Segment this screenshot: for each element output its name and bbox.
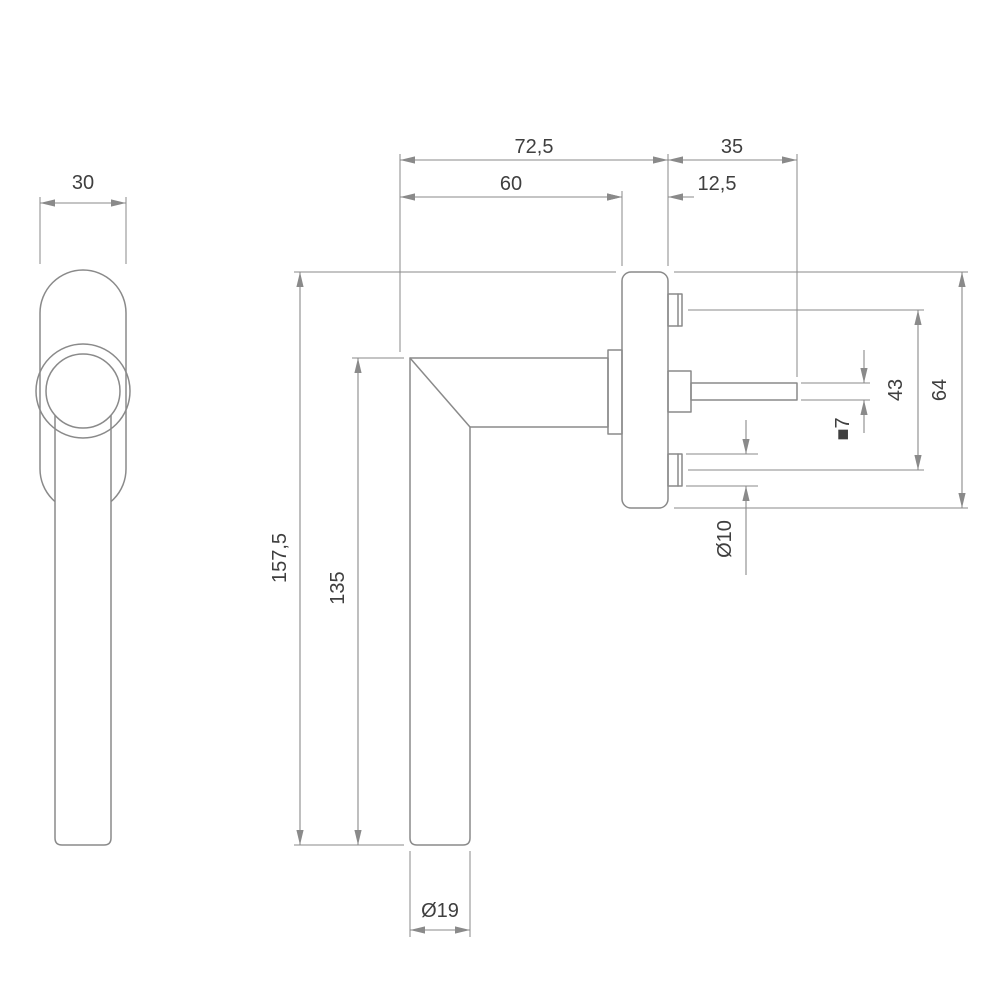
dim-label-spindle-square: ■7: [832, 417, 854, 440]
dim-label-total-height: 157,5: [269, 533, 291, 583]
dim-rosette-width: 30: [39, 172, 127, 264]
dim-spindle-length: 35: [668, 136, 798, 377]
rosette-side-plate: [621, 271, 669, 509]
dim-label-rosette-width: 30: [72, 172, 94, 194]
spindle: [690, 382, 798, 401]
dim-total-depth: 72,5: [399, 136, 669, 352]
dim-label-total-depth: 72,5: [515, 136, 554, 158]
dim-label-rosette-thickness: 12,5: [698, 173, 737, 195]
dim-label-hole-diameter: Ø10: [714, 520, 736, 558]
dim-label-spindle-length: 35: [721, 136, 743, 158]
handle-bend-seam: [409, 357, 471, 428]
neck-outer-circle: [35, 343, 131, 439]
screw-boss-top: [667, 293, 683, 327]
dim-handle-depth: 60: [400, 173, 623, 266]
dim-label-handle-depth: 60: [500, 173, 522, 195]
dim-hole-diameter: Ø10: [686, 420, 758, 575]
dim-label-rosette-height: 64: [929, 379, 951, 401]
screw-boss-bottom: [667, 453, 683, 487]
dim-grip-length: 135: [327, 357, 404, 845]
side-view: [409, 271, 798, 846]
spindle-collar: [667, 370, 692, 413]
dim-rosette-thickness: 12,5: [596, 173, 737, 201]
dim-label-screw-distance: 43: [885, 379, 907, 401]
dim-screw-distance: 43: [688, 309, 924, 471]
dim-rosette-height: 64: [674, 271, 968, 509]
dim-spindle-square: ■7: [801, 350, 870, 441]
dim-total-height: 157,5: [269, 271, 616, 846]
handle-side-outline: [409, 357, 609, 846]
front-view: [35, 269, 131, 846]
grip-front: [54, 415, 112, 846]
neck-inner-circle: [45, 353, 121, 429]
dim-grip-diameter: Ø19: [409, 851, 471, 937]
neck-collar: [607, 349, 623, 435]
dim-label-grip-length: 135: [327, 571, 349, 604]
dim-label-grip-diameter: Ø19: [421, 900, 459, 922]
